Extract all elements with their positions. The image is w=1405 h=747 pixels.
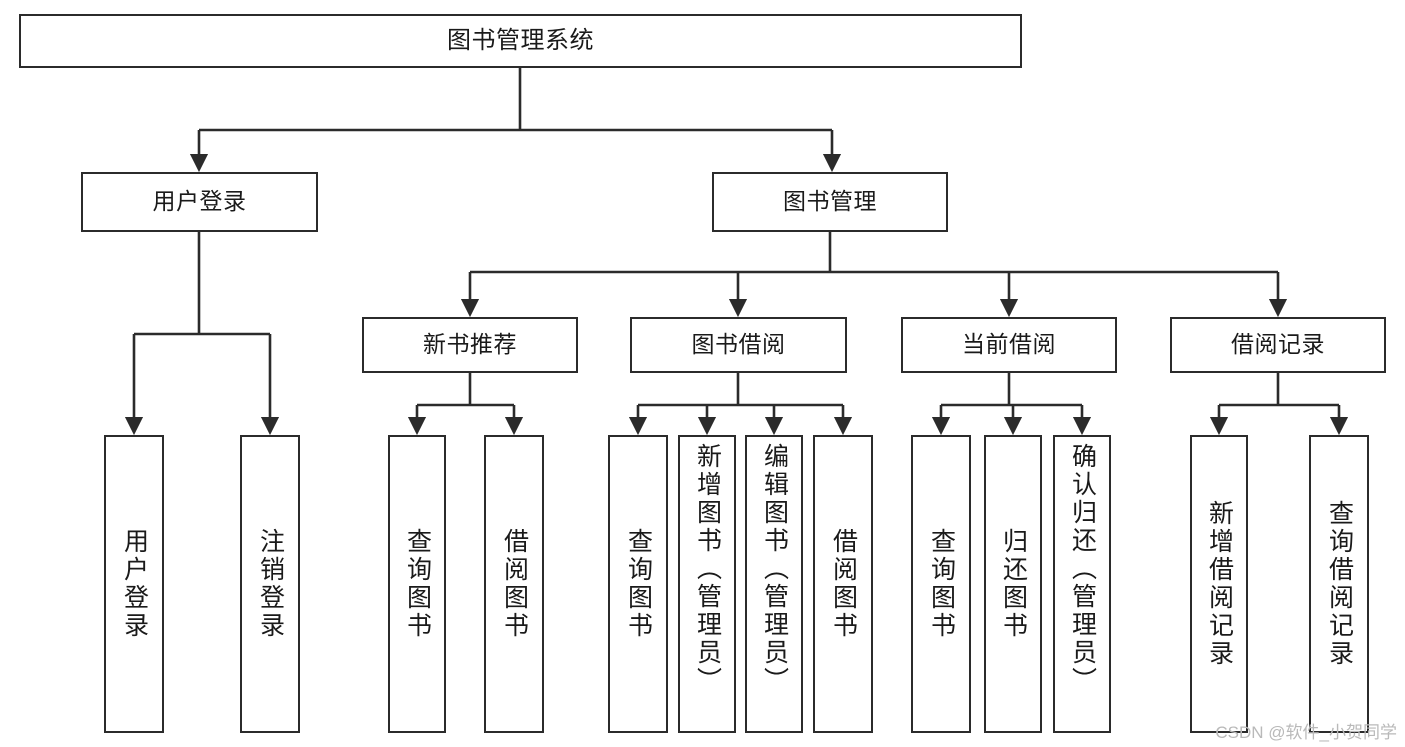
leaf-query-book-recommend[interactable]: 查询图书	[388, 435, 446, 733]
node-label: 确认归还（管理员）	[1068, 443, 1097, 695]
edges-bookmanage-to-level3	[460, 232, 1288, 318]
leaf-confirm-return-admin[interactable]: 确认归还（管理员）	[1053, 435, 1111, 733]
edges-currentborrow-to-leaves	[931, 373, 1092, 436]
node-label: 新增借阅记录	[1205, 500, 1234, 668]
node-label: 当前借阅	[962, 331, 1056, 358]
node-label: 新增图书（管理员）	[693, 443, 722, 695]
node-label: 查询图书	[624, 528, 653, 640]
csdn-watermark: CSDN @软件_小贺同学	[1215, 723, 1397, 742]
leaf-add-borrow-record[interactable]: 新增借阅记录	[1190, 435, 1248, 733]
node-current-borrow[interactable]: 当前借阅	[901, 317, 1117, 373]
leaf-user-login[interactable]: 用户登录	[104, 435, 164, 733]
node-label: 图书管理系统	[447, 26, 594, 54]
node-label: 查询借阅记录	[1325, 500, 1354, 668]
node-label: 借阅图书	[500, 528, 529, 640]
node-label: 用户登录	[152, 188, 247, 215]
node-label: 新书推荐	[423, 331, 517, 358]
node-root-system[interactable]: 图书管理系统	[19, 14, 1022, 68]
leaf-borrow-book-recommend[interactable]: 借阅图书	[484, 435, 544, 733]
leaf-logout[interactable]: 注销登录	[240, 435, 300, 733]
node-label: 编辑图书（管理员）	[760, 443, 789, 695]
node-label: 借阅图书	[829, 528, 858, 640]
edges-borrowrecord-to-leaves	[1209, 373, 1349, 436]
leaf-edit-book-admin[interactable]: 编辑图书（管理员）	[745, 435, 803, 733]
node-label: 图书借阅	[691, 331, 786, 358]
node-label: 借阅记录	[1231, 331, 1325, 358]
node-label: 查询图书	[403, 528, 432, 640]
node-label: 用户登录	[120, 528, 149, 640]
node-book-borrow[interactable]: 图书借阅	[630, 317, 847, 373]
edges-userlogin-to-leaves	[124, 232, 280, 436]
edges-root-to-level2	[189, 68, 842, 173]
leaf-query-book-current[interactable]: 查询图书	[911, 435, 971, 733]
leaf-query-borrow-record[interactable]: 查询借阅记录	[1309, 435, 1369, 733]
node-book-manage[interactable]: 图书管理	[712, 172, 948, 232]
edges-newbookrec-to-leaves	[407, 373, 524, 436]
leaf-add-book-admin[interactable]: 新增图书（管理员）	[678, 435, 736, 733]
edges-bookborrow-to-leaves	[628, 373, 853, 436]
node-label: 注销登录	[256, 528, 285, 640]
node-new-book-recommend[interactable]: 新书推荐	[362, 317, 578, 373]
leaf-query-book-borrow[interactable]: 查询图书	[608, 435, 668, 733]
leaf-borrow-book[interactable]: 借阅图书	[813, 435, 873, 733]
node-label: 图书管理	[783, 188, 877, 215]
node-label: 查询图书	[927, 528, 956, 640]
node-borrow-record[interactable]: 借阅记录	[1170, 317, 1386, 373]
node-label: 归还图书	[999, 528, 1028, 640]
node-user-login[interactable]: 用户登录	[81, 172, 318, 232]
leaf-return-book[interactable]: 归还图书	[984, 435, 1042, 733]
